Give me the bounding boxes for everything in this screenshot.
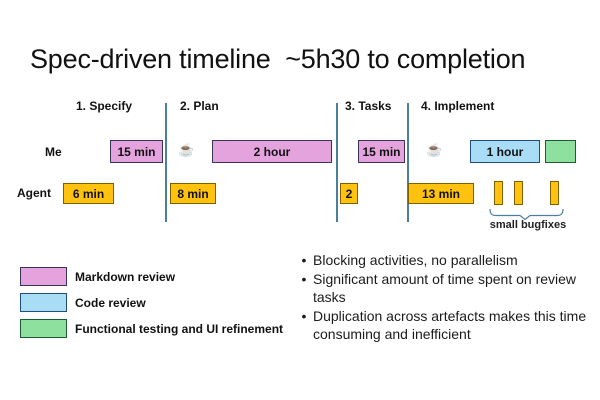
agent-bar-bugfix xyxy=(550,181,559,205)
coffee-break-icon: ☕ xyxy=(178,142,195,157)
row-label-me: Me xyxy=(45,145,62,159)
legend-label-markdown-review: Markdown review xyxy=(75,270,176,284)
agent-bar-tasks: 2 xyxy=(340,183,358,204)
agent-bar-bugfix xyxy=(494,181,503,205)
me-bar-tasks-review: 15 min xyxy=(358,140,405,163)
agent-bar-bugfix xyxy=(514,181,523,205)
phase-divider xyxy=(336,103,338,222)
list-item: Significant amount of time spent on revi… xyxy=(295,270,591,307)
row-label-agent: Agent xyxy=(17,186,51,200)
phase-label-implement: 4. Implement xyxy=(421,99,495,113)
bugfix-bracket xyxy=(489,208,564,220)
legend-swatch-code-review xyxy=(20,293,67,312)
bugfix-annotation: small bugfixes xyxy=(489,219,567,231)
me-bar-functional-testing xyxy=(545,140,576,163)
list-item: Duplication across artefacts makes this … xyxy=(295,307,591,344)
phase-label-tasks: 3. Tasks xyxy=(345,99,392,113)
agent-bar-specify: 6 min xyxy=(63,183,114,204)
list-item: Blocking activities, no parallelism xyxy=(295,251,591,270)
legend-swatch-functional-testing xyxy=(20,319,67,338)
phase-divider xyxy=(407,103,409,222)
phase-divider xyxy=(165,103,167,222)
bullet-marker xyxy=(295,251,313,270)
observations-list: Blocking activities, no parallelism Sign… xyxy=(295,251,591,344)
me-bar-code-review: 1 hour xyxy=(470,140,540,163)
agent-bar-plan: 8 min xyxy=(170,183,216,204)
phase-label-plan: 2. Plan xyxy=(180,99,219,113)
bullet-marker xyxy=(295,270,313,307)
legend-label-functional-testing: Functional testing and UI refinement xyxy=(75,322,284,336)
me-bar-plan-review: 2 hour xyxy=(212,140,332,163)
bullet-marker xyxy=(295,307,313,344)
legend-label-code-review: Code review xyxy=(75,296,146,310)
agent-bar-implement: 13 min xyxy=(408,183,474,204)
legend-swatch-markdown-review xyxy=(20,267,67,286)
me-bar-specify-review: 15 min xyxy=(110,140,163,163)
slide-title: Spec-driven timeline ~5h30 to completion xyxy=(30,44,526,74)
coffee-break-icon: ☕ xyxy=(426,142,443,157)
phase-label-specify: 1. Specify xyxy=(76,99,133,113)
